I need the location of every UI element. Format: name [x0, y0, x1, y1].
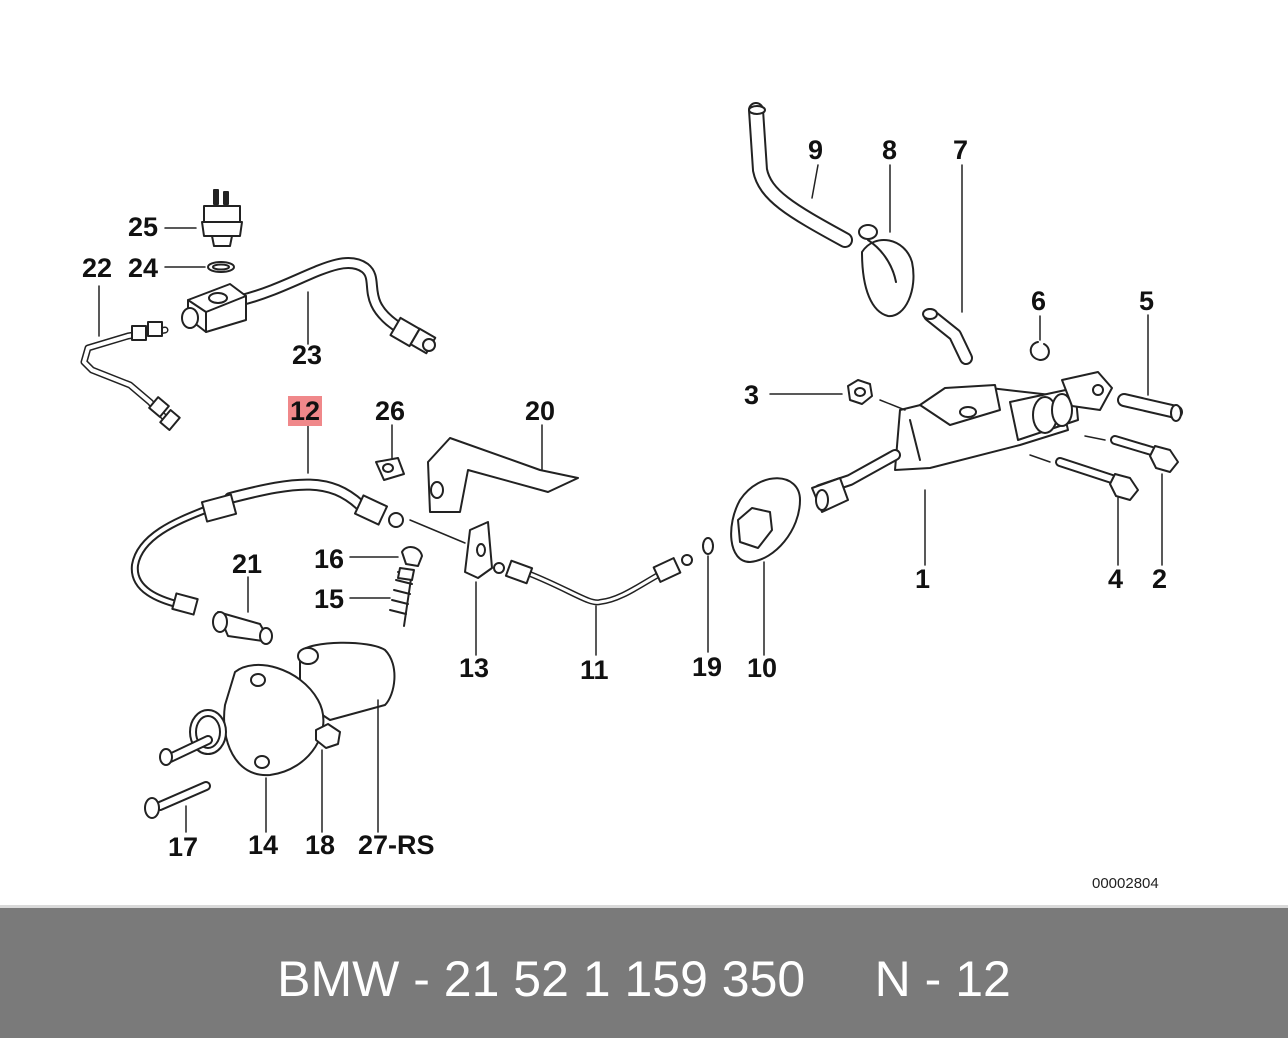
callout-24: 24: [128, 253, 159, 283]
hose-12: [130, 478, 404, 616]
callout-6: 6: [1031, 286, 1047, 316]
callout-8: 8: [882, 135, 898, 165]
cap-8: [858, 224, 915, 318]
slave-cylinder-14: [159, 641, 396, 777]
line-11: [493, 554, 693, 606]
parts-diagram: 25 22 24 23 12 26 20 9 8 7 6 5 3 1 4 2 2…: [80, 102, 1183, 892]
callout-7: 7: [953, 135, 969, 165]
fitting-block: [181, 283, 247, 333]
bolt-2: [1110, 435, 1179, 473]
callout-2: 2: [1152, 564, 1168, 594]
callout-17: 17: [168, 832, 199, 862]
part-info-bar: BMW - 21 52 1 159 350 N - 12: [0, 905, 1288, 1038]
nut-3: [847, 379, 873, 405]
callout-12-highlighted: 12: [288, 396, 323, 426]
hose-23: [236, 257, 437, 355]
callout-26: 26: [375, 396, 406, 426]
bolt-17: [144, 781, 211, 819]
nut-18: [315, 723, 341, 749]
clip-6: [1029, 341, 1050, 361]
ring-24: [207, 261, 235, 273]
part-number-text: BMW - 21 52 1 159 350 N - 12: [277, 951, 1011, 1007]
callout-9: 9: [808, 135, 824, 165]
pipe-9: [748, 102, 853, 248]
callout-10: 10: [747, 653, 778, 683]
callout-25: 25: [128, 212, 159, 242]
diagram-drawing: [80, 102, 1183, 833]
callout-19: 19: [692, 652, 723, 682]
boot-10: [730, 477, 801, 563]
pin-5: [1117, 393, 1183, 422]
callout-15: 15: [314, 584, 345, 614]
bracket-20: [427, 437, 579, 513]
line-22: [80, 321, 181, 431]
leader-lines: [98, 164, 1163, 833]
bushing-26: [375, 457, 405, 481]
master-cylinder-1: [811, 371, 1113, 513]
callout-13: 13: [459, 653, 490, 683]
elbow-7: [922, 308, 973, 365]
adapter-21: [212, 611, 273, 645]
bleeder-15: [389, 567, 415, 627]
callout-11: 11: [580, 655, 609, 685]
callout-16: 16: [314, 544, 345, 574]
callout-3: 3: [744, 380, 760, 410]
callout-1: 1: [915, 564, 931, 594]
washer-19: [702, 537, 714, 555]
sensor-25: [201, 189, 243, 247]
callout-18: 18: [305, 830, 336, 860]
callout-27-rs: 27-RS: [358, 830, 435, 860]
bolt-4: [1055, 457, 1139, 501]
callout-20: 20: [525, 396, 556, 426]
callout-21: 21: [232, 549, 263, 579]
callout-14: 14: [248, 830, 279, 860]
callout-5: 5: [1139, 286, 1155, 316]
clip-13: [464, 521, 493, 579]
cap-16: [401, 546, 423, 567]
diagram-reference-number: 00002804: [1092, 875, 1159, 892]
callout-23: 23: [292, 340, 323, 370]
callout-22: 22: [82, 253, 113, 283]
callout-4: 4: [1108, 564, 1124, 594]
